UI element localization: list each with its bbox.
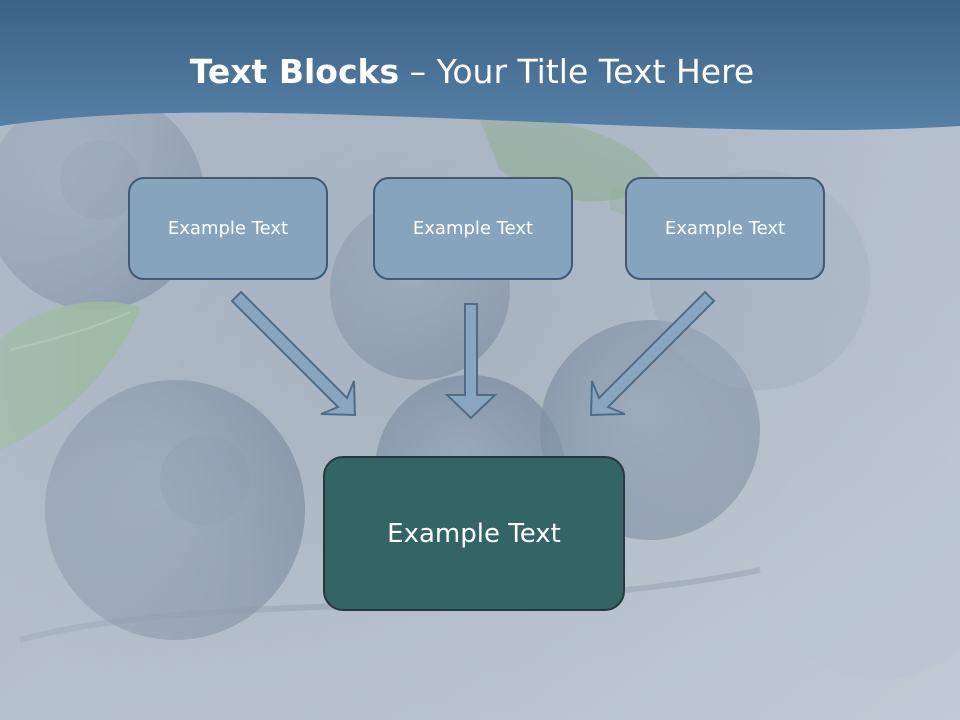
title-bold-part: Text Blocks: [189, 52, 400, 91]
text-block-center[interactable]: Example Text: [373, 177, 573, 280]
arrow-left-diagonal: [230, 290, 357, 417]
text-block-bottom[interactable]: Example Text: [323, 456, 625, 611]
text-block-right[interactable]: Example Text: [625, 177, 825, 280]
arrow-right-diagonal: [589, 290, 716, 417]
text-block-left-label: Example Text: [167, 218, 289, 239]
arrow-center-down: [444, 303, 498, 420]
text-block-left[interactable]: Example Text: [128, 177, 328, 280]
text-block-bottom-label: Example Text: [387, 518, 561, 549]
text-block-center-label: Example Text: [412, 218, 534, 239]
title-rest-part: – Your Title Text Here: [399, 52, 755, 91]
text-block-right-label: Example Text: [664, 218, 786, 239]
slide-title: Text Blocks – Your Title Text Here: [0, 52, 944, 91]
